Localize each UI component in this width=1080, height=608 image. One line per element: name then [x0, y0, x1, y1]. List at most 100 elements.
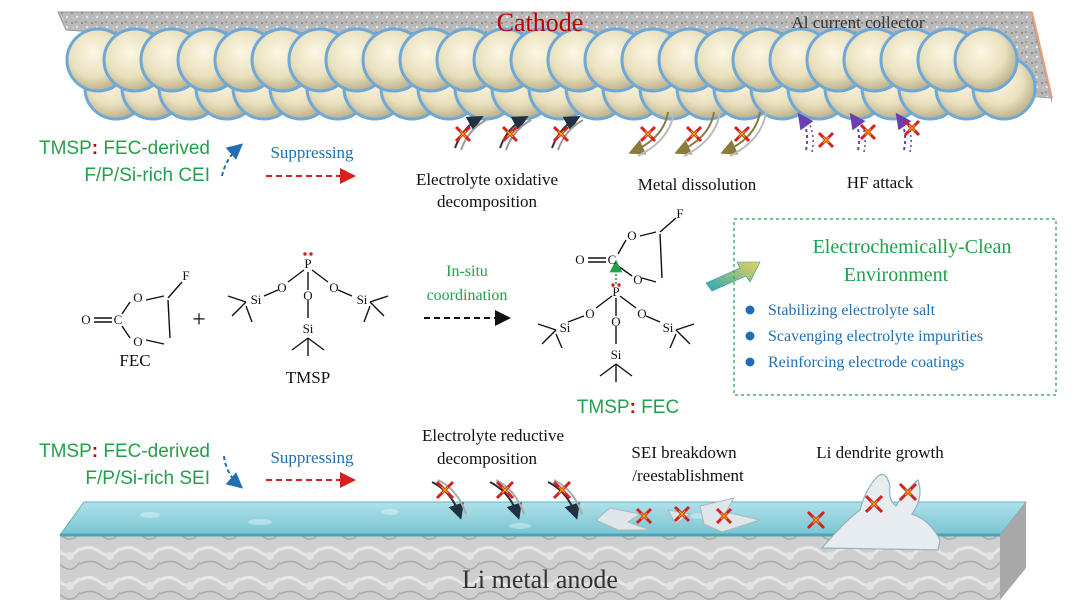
- atom-si: Si: [663, 320, 674, 335]
- sei-label-colon: :: [92, 441, 98, 462]
- sei-label-prefix: TMSP: [39, 441, 92, 462]
- dendrite-label: Li dendrite growth: [816, 443, 944, 462]
- sei-label-rest: FEC-derived: [98, 441, 210, 462]
- bullet-stabilizing: Stabilizing electrolyte salt: [768, 302, 936, 319]
- anode-bulk: [60, 535, 1000, 600]
- tmsp-fec-complex: [537, 217, 695, 382]
- sei-growth-arrow: [223, 455, 244, 489]
- blocked-x-icon: [864, 494, 884, 514]
- complex-atom-labels: O C O O F P O O O Si Si Si: [560, 206, 684, 362]
- atom-o: O: [329, 280, 338, 295]
- lone-pair-dots: [611, 283, 621, 287]
- al-collector-label: Al current collector: [791, 13, 924, 32]
- sei-suppressing-label: Suppressing: [270, 448, 354, 467]
- blocked-x-icon: [639, 125, 657, 143]
- atom-o: O: [633, 272, 642, 287]
- blocked-x-icon: [454, 125, 472, 143]
- environment-bullets: Stabilizing electrolyte salt Scavenging …: [745, 302, 983, 371]
- sei-label-line1: TMSP: FEC-derived: [39, 441, 210, 462]
- cathode-particle: [953, 27, 1019, 93]
- coordination-label-line2: coordination: [427, 287, 508, 304]
- cei-label-colon: :: [92, 138, 98, 159]
- atom-o: O: [303, 288, 312, 303]
- atom-c: C: [608, 252, 617, 267]
- blocked-x-icon: [806, 510, 826, 530]
- atom-o: O: [627, 228, 636, 243]
- bullet-dot-icon: [745, 331, 755, 341]
- cei-growth-arrow: [221, 143, 244, 177]
- atom-f: F: [182, 268, 189, 283]
- li-metal-anode: [59, 473, 1028, 600]
- reductive-decomposition-arrows: [431, 479, 583, 520]
- blocked-x-icon: [817, 131, 835, 149]
- atom-p: P: [612, 284, 619, 299]
- complex-label: TMSP: FEC: [577, 397, 679, 418]
- metal-dissolution-arrows: [628, 111, 767, 157]
- plus-sign: +: [192, 307, 206, 333]
- cei-label-rest: FEC-derived: [98, 138, 210, 159]
- cathode-electrode: [57, 11, 1053, 121]
- oxidative-label-line1: Electrolyte oxidative: [416, 170, 558, 189]
- complex-label-prefix: TMSP: [577, 397, 630, 418]
- environment-title-line1: Electrochemically-Clean: [813, 236, 1012, 258]
- blocked-x-icon: [495, 480, 515, 500]
- reductive-label-line1: Electrolyte reductive: [422, 426, 564, 445]
- blocked-x-icon: [903, 119, 921, 137]
- atom-o: O: [133, 334, 142, 349]
- cei-label-line1: TMSP: FEC-derived: [39, 138, 210, 159]
- bullet-dot-icon: [745, 357, 755, 367]
- sei-label-line2: F/P/Si-rich SEI: [85, 468, 210, 489]
- anode-blocked-markers: [435, 480, 918, 530]
- atom-f: F: [676, 206, 683, 221]
- blocked-x-icon: [673, 505, 691, 523]
- sei-breakdown-label-line2: /reestablishment: [632, 466, 744, 485]
- hf-attack-label: HF attack: [847, 173, 914, 192]
- oxidative-decomposition-arrows: [454, 116, 584, 151]
- atom-o: O: [611, 314, 620, 329]
- complex-label-colon: :: [630, 397, 636, 418]
- gradient-arrow-icon: [705, 261, 761, 292]
- atom-si: Si: [611, 347, 622, 362]
- atom-si: Si: [303, 321, 314, 336]
- bullet-scavenging: Scavenging electrolyte impurities: [768, 328, 983, 345]
- blocked-x-icon: [552, 125, 570, 143]
- atom-o: O: [277, 280, 286, 295]
- blocked-x-icon: [552, 480, 572, 500]
- atom-si: Si: [251, 292, 262, 307]
- atom-o: O: [637, 306, 646, 321]
- atom-o: O: [81, 312, 90, 327]
- atom-si: Si: [357, 292, 368, 307]
- environment-title-line2: Environment: [844, 264, 949, 286]
- cathode-blocked-markers: [454, 119, 921, 149]
- coordination-label-line1: In-situ: [446, 263, 488, 280]
- blocked-x-icon: [685, 125, 703, 143]
- cathode-particles: [65, 27, 1037, 121]
- cathode-label: Cathode: [497, 8, 584, 37]
- environment-box: [733, 218, 1057, 396]
- blocked-x-icon: [635, 507, 653, 525]
- oxidative-label-line2: decomposition: [437, 192, 538, 211]
- atom-o: O: [575, 252, 584, 267]
- cei-label-prefix: TMSP: [39, 138, 92, 159]
- atom-o: O: [585, 306, 594, 321]
- atom-p: P: [304, 256, 311, 271]
- bullet-reinforcing: Reinforcing electrode coatings: [768, 354, 964, 371]
- atom-si: Si: [560, 320, 571, 335]
- blocked-x-icon: [733, 125, 751, 143]
- tmsp-label: TMSP: [286, 368, 330, 387]
- complex-label-rest: FEC: [636, 397, 679, 418]
- blocked-x-icon: [501, 125, 519, 143]
- cei-label-line2: F/P/Si-rich CEI: [84, 165, 210, 186]
- blocked-x-icon: [715, 507, 733, 525]
- reductive-label-line2: decomposition: [437, 449, 538, 468]
- blocked-x-icon: [435, 480, 455, 500]
- tmsp-atom-labels: P O O O Si Si Si: [251, 256, 368, 336]
- fec-atom-labels: O C O O F: [81, 268, 189, 349]
- atom-c: C: [114, 312, 123, 327]
- anode-label: Li metal anode: [462, 565, 618, 594]
- tmsp-molecule: [227, 269, 389, 356]
- fec-label: FEC: [119, 351, 150, 370]
- bullet-dot-icon: [745, 305, 755, 315]
- sei-breakdown-label-line1: SEI breakdown: [631, 443, 737, 462]
